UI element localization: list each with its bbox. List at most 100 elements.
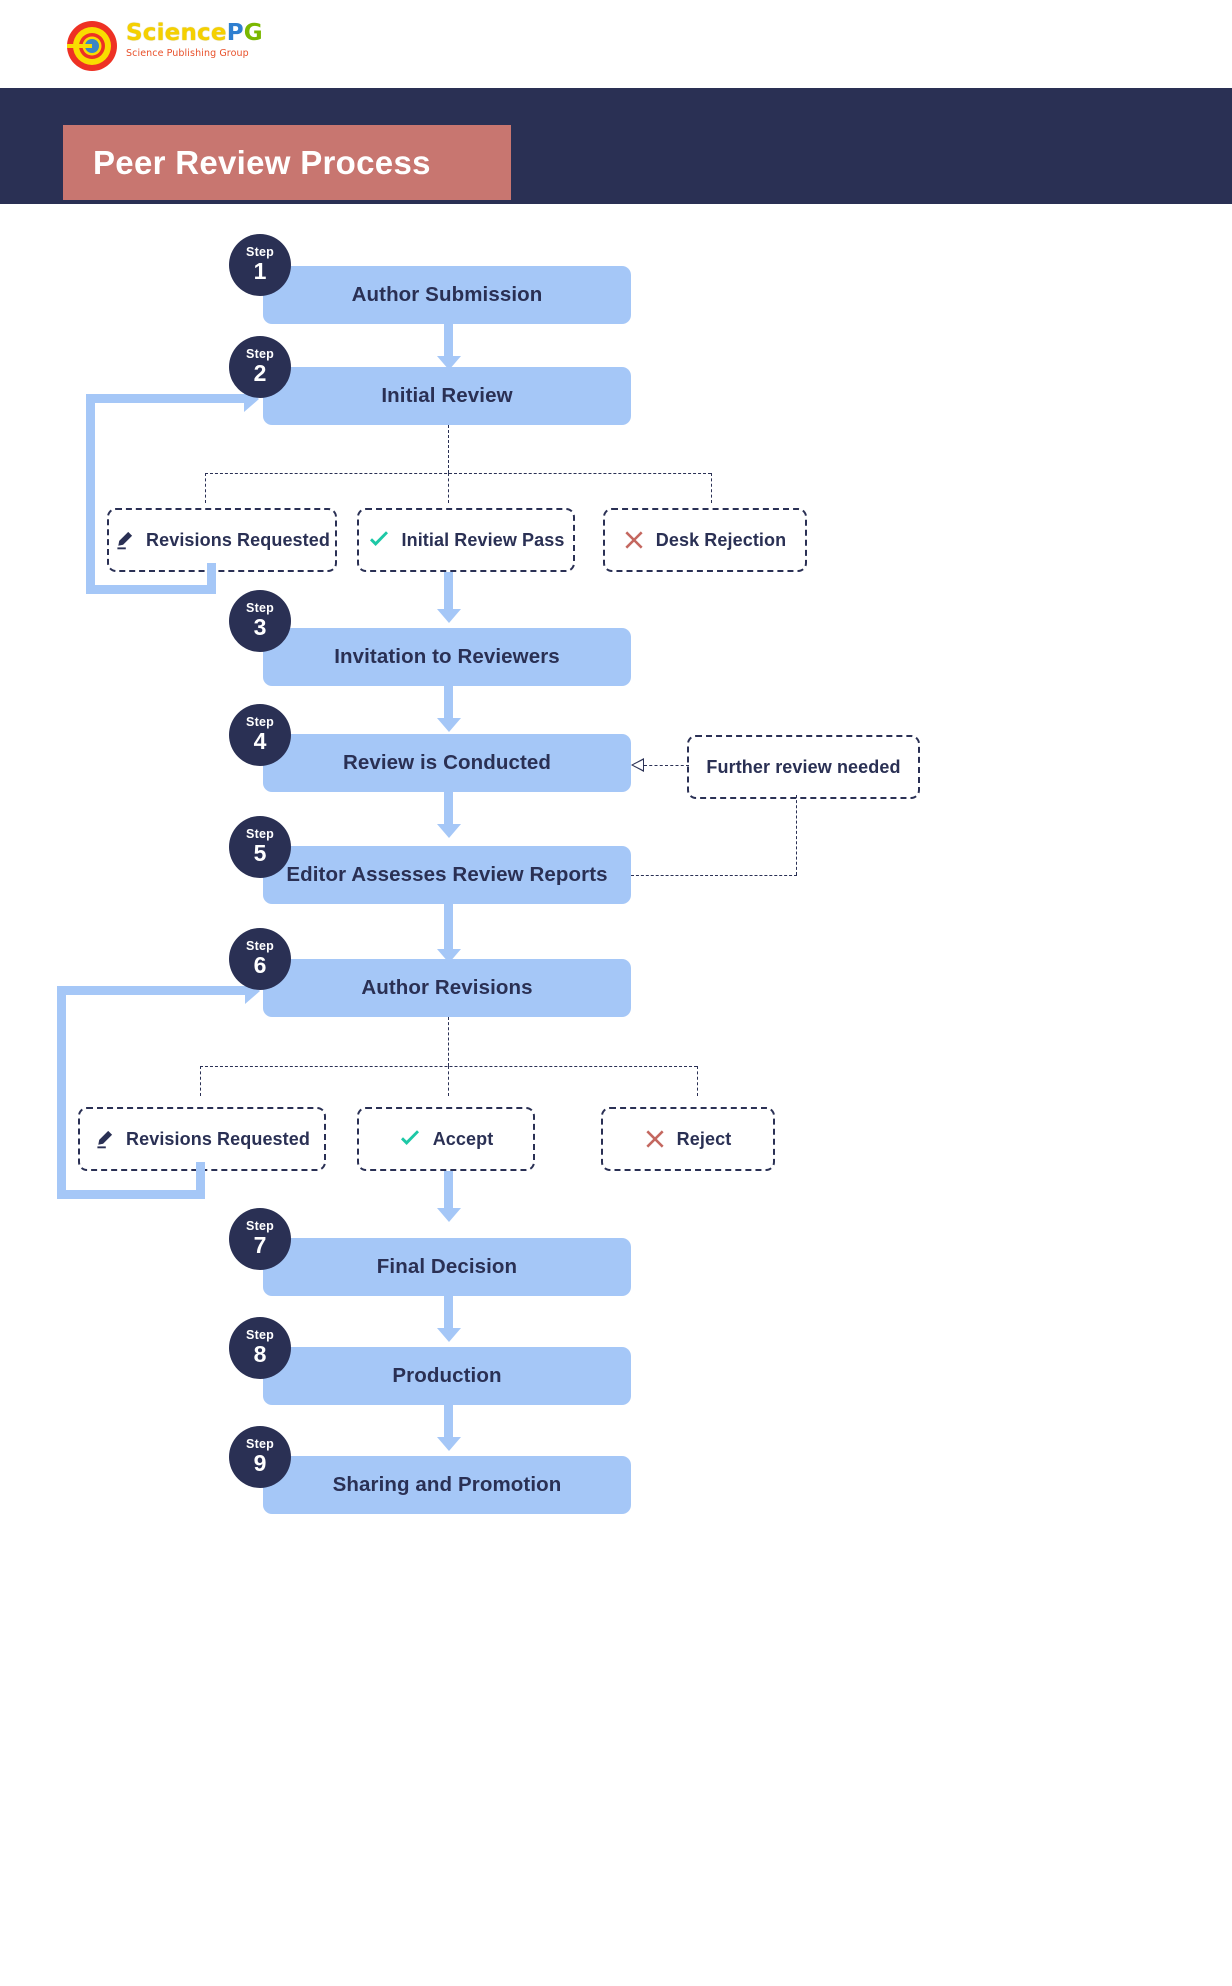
page-header: SciencePG Science Publishing Group <box>0 0 1232 88</box>
brand-tagline: Science Publishing Group <box>126 48 249 59</box>
outcome-label: Accept <box>432 1128 494 1149</box>
check-icon <box>368 530 390 550</box>
page-title-banner: Peer Review Process <box>63 125 511 200</box>
branch2-drop-left <box>200 1066 201 1096</box>
step-box-label: Editor Assesses Review Reports <box>286 863 608 886</box>
arrow-pass-to-step3 <box>436 572 461 623</box>
step-box-5[interactable]: Editor Assesses Review Reports <box>263 846 631 904</box>
branch1-drop-left <box>205 473 206 503</box>
step-box-9[interactable]: Sharing and Promotion <box>263 1456 631 1514</box>
step-box-1[interactable]: Author Submission <box>263 266 631 324</box>
pencil-icon <box>94 1129 114 1149</box>
branch1-drop-mid <box>448 473 449 503</box>
step-box-label: Final Decision <box>376 1255 518 1278</box>
step-box-label: Production <box>392 1364 502 1387</box>
arrow-step5-to-step6 <box>436 904 461 963</box>
step-box-8[interactable]: Production <box>263 1347 631 1405</box>
branch2-drop-right <box>697 1066 698 1096</box>
step-badge-6: Step 6 <box>229 928 291 990</box>
loop1-bottom <box>86 585 216 594</box>
arrow-step8-to-step9 <box>436 1405 461 1451</box>
outcome-label: Revisions Requested <box>126 1128 310 1149</box>
step5-to-note-riser <box>796 795 797 875</box>
step-badge-label: Step <box>246 939 274 953</box>
loop1-riser <box>207 563 216 594</box>
outcome-desk-rejection[interactable]: Desk Rejection <box>603 508 807 572</box>
step-badge-label: Step <box>246 1219 274 1233</box>
step-badge-label: Step <box>246 827 274 841</box>
brand-wordmark: SciencePG Science Publishing Group <box>126 20 263 59</box>
arrow-step1-to-step2 <box>436 324 461 370</box>
pencil-icon <box>114 530 134 550</box>
step-badge-1: Step 1 <box>229 234 291 296</box>
further-review-note[interactable]: Further review needed <box>687 735 920 799</box>
cross-icon <box>624 530 644 550</box>
step-box-label: Author Revisions <box>361 976 533 999</box>
loop2-bottom <box>57 1190 205 1199</box>
step-badge-label: Step <box>246 245 274 259</box>
step-badge-number: 3 <box>253 614 267 640</box>
branch1-bus <box>205 473 711 474</box>
outcome-revisions-requested-1[interactable]: Revisions Requested <box>107 508 337 572</box>
step-box-label: Initial Review <box>381 384 513 407</box>
step-box-3[interactable]: Invitation to Reviewers <box>263 628 631 686</box>
step-box-2[interactable]: Initial Review <box>263 367 631 425</box>
branch1-drop-right <box>711 473 712 503</box>
step-badge-number: 2 <box>253 360 267 386</box>
step-badge-label: Step <box>246 1328 274 1342</box>
step-badge-number: 5 <box>253 840 267 866</box>
branch2-drop-mid <box>448 1066 449 1096</box>
outcome-revisions-requested-2[interactable]: Revisions Requested <box>78 1107 326 1171</box>
further-review-label: Further review needed <box>706 756 901 777</box>
check-icon <box>399 1129 421 1149</box>
step-badge-5: Step 5 <box>229 816 291 878</box>
step-box-label: Author Submission <box>351 283 543 306</box>
step-badge-4: Step 4 <box>229 704 291 766</box>
outcome-label: Revisions Requested <box>146 529 330 550</box>
note-to-step4-line <box>644 765 689 766</box>
step-badge-label: Step <box>246 601 274 615</box>
brand-name: SciencePG <box>126 20 263 46</box>
step-badge-label: Step <box>246 347 274 361</box>
step-badge-8: Step 8 <box>229 1317 291 1379</box>
step-badge-number: 7 <box>253 1232 267 1258</box>
arrow-step7-to-step8 <box>436 1296 461 1342</box>
outcome-accept[interactable]: Accept <box>357 1107 535 1171</box>
outcome-label: Reject <box>676 1128 732 1149</box>
loop2-top <box>57 986 247 995</box>
step-badge-number: 4 <box>253 728 267 754</box>
loop2-left <box>57 986 66 1199</box>
step-badge-3: Step 3 <box>229 590 291 652</box>
step-badge-9: Step 9 <box>229 1426 291 1488</box>
step5-to-note-line <box>631 875 797 876</box>
step-badge-7: Step 7 <box>229 1208 291 1270</box>
step-box-label: Review is Conducted <box>342 751 552 774</box>
loop1-left <box>86 394 95 594</box>
arrow-step3-to-step4 <box>436 686 461 732</box>
brand-logo[interactable]: SciencePG Science Publishing Group <box>66 18 286 74</box>
arrow-accept-to-step7 <box>436 1171 461 1222</box>
branch2-stem <box>448 1017 449 1066</box>
step-box-7[interactable]: Final Decision <box>263 1238 631 1296</box>
page-title: Peer Review Process <box>93 143 431 181</box>
loop2-riser <box>196 1162 205 1199</box>
step-box-6[interactable]: Author Revisions <box>263 959 631 1017</box>
outcome-label: Desk Rejection <box>655 529 787 550</box>
step-badge-label: Step <box>246 715 274 729</box>
branch1-stem <box>448 425 449 473</box>
sciencepg-logo-icon <box>66 20 118 72</box>
step-badge-number: 6 <box>253 952 267 978</box>
step-box-label: Invitation to Reviewers <box>334 645 560 668</box>
step-badge-number: 9 <box>253 1450 267 1476</box>
cross-icon <box>645 1129 665 1149</box>
outcome-label: Initial Review Pass <box>401 529 565 550</box>
step-badge-number: 1 <box>253 258 267 284</box>
step-box-4[interactable]: Review is Conducted <box>263 734 631 792</box>
step-badge-number: 8 <box>253 1341 267 1367</box>
step-badge-label: Step <box>246 1437 274 1451</box>
step-box-label: Sharing and Promotion <box>332 1473 562 1496</box>
outcome-reject[interactable]: Reject <box>601 1107 775 1171</box>
flowchart: Step 1 Author Submission Step 2 Initial … <box>0 204 1232 1986</box>
outcome-initial-review-pass[interactable]: Initial Review Pass <box>357 508 575 572</box>
